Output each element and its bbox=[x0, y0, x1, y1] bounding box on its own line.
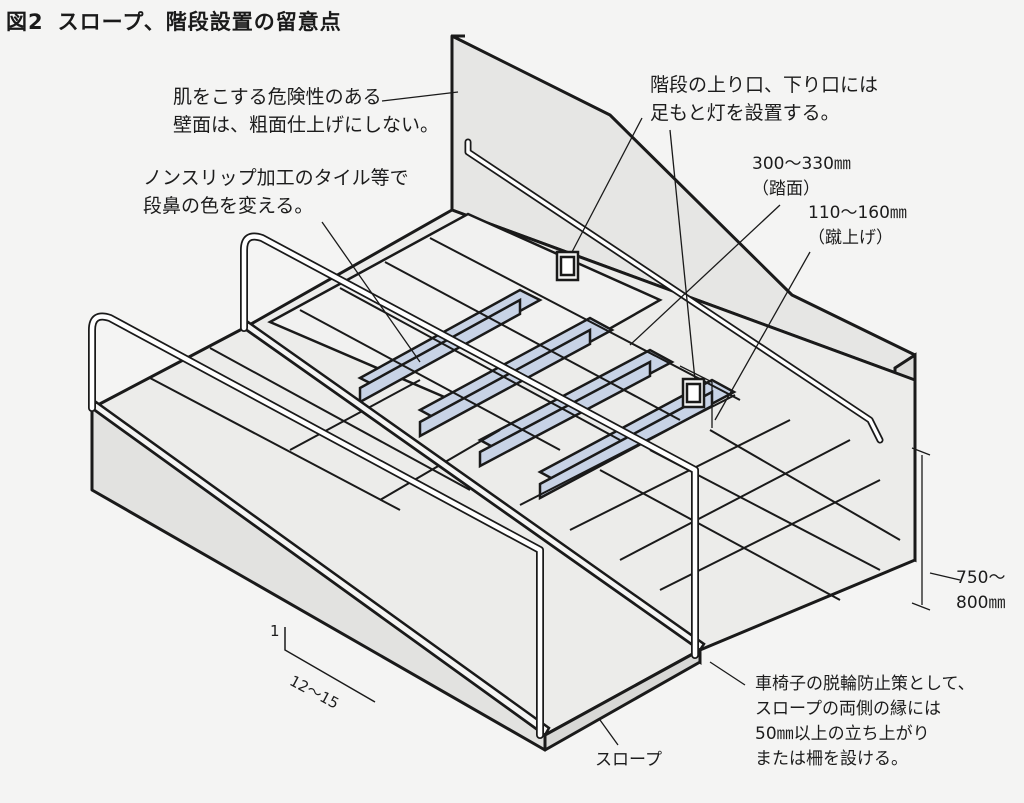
dimension-tread-value: 300〜330㎜ bbox=[752, 154, 851, 174]
note-wheel-guard-line: 50㎜以上の立ち上がり bbox=[755, 724, 930, 744]
figure-number: 図2 bbox=[6, 10, 44, 34]
dimension-riser-label: （蹴上げ） bbox=[808, 228, 893, 248]
slope-label: スロープ bbox=[595, 750, 662, 770]
ramp-end-face bbox=[543, 648, 702, 752]
dimension-marks bbox=[624, 339, 961, 611]
note-stair-nosing-line: ノンスリップ加工のタイル等で bbox=[143, 167, 409, 189]
note-wheel-guard-line: または柵を設ける。 bbox=[755, 749, 908, 769]
ramp bbox=[90, 326, 702, 752]
note-wheel-guard-line: スロープの両側の縁には bbox=[755, 699, 941, 719]
note-wall-finish-line: 肌をこする危険性のある bbox=[173, 86, 382, 108]
figure-caption: スロープ、階段設置の留意点 bbox=[57, 10, 342, 34]
note-footlights: 階段の上り口、下り口には 足もと灯を設置する。 bbox=[650, 71, 878, 127]
dimension-handrail-height: 750〜 800㎜ bbox=[956, 566, 1005, 616]
dimension-handrail-height-line: 800㎜ bbox=[956, 593, 1006, 613]
footlights bbox=[555, 250, 706, 409]
gradient-rise: 1 bbox=[270, 622, 280, 640]
note-stair-nosing: ノンスリップ加工のタイル等で 段鼻の色を変える。 bbox=[143, 164, 409, 220]
note-footlights-line: 階段の上り口、下り口には bbox=[650, 74, 879, 96]
dimension-riser: 110〜160㎜ （蹴上げ） bbox=[808, 201, 907, 251]
handrails bbox=[88, 138, 884, 739]
note-footlights-line: 足もと灯を設置する。 bbox=[650, 102, 840, 124]
note-wheel-guard-line: 車椅子の脱輪防止策として、 bbox=[755, 674, 975, 694]
dimension-riser-value: 110〜160㎜ bbox=[808, 203, 907, 223]
gradient-triangle bbox=[284, 627, 376, 703]
note-wall-finish: 肌をこする危険性のある 壁面は、粗面仕上げにしない。 bbox=[173, 83, 439, 139]
note-wheel-guard: 車椅子の脱輪防止策として、 スロープの両側の縁には 50㎜以上の立ち上がり また… bbox=[755, 672, 975, 772]
leader-lines bbox=[321, 91, 811, 746]
note-wall-finish-line: 壁面は、粗面仕上げにしない。 bbox=[173, 114, 440, 136]
dimension-tread-label: （踏面） bbox=[752, 179, 820, 199]
dimension-handrail-height-line: 750〜 bbox=[956, 568, 1006, 588]
note-stair-nosing-line: 段鼻の色を変える。 bbox=[143, 195, 314, 217]
figure-title: 図2 スロープ、階段設置の留意点 bbox=[6, 6, 342, 36]
floor-tile-grid bbox=[299, 237, 901, 601]
dimension-tread: 300〜330㎜ （踏面） bbox=[752, 152, 851, 202]
